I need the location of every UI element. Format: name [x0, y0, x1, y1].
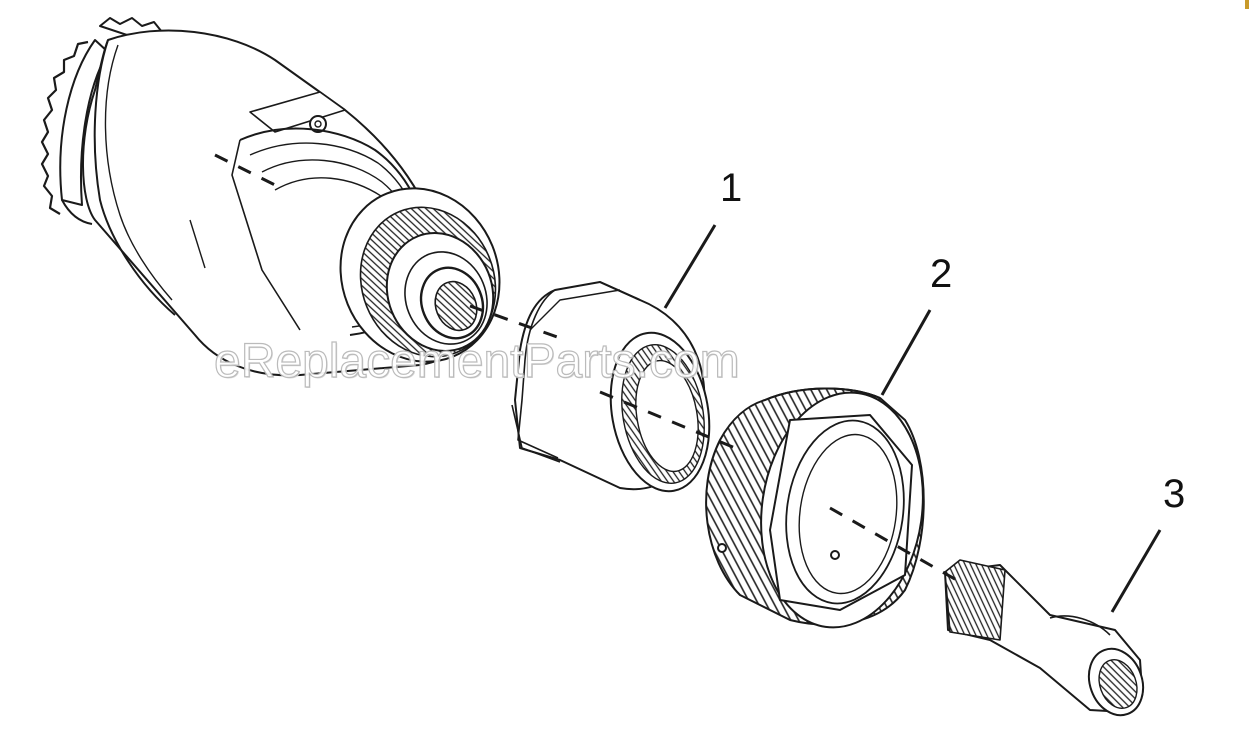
center-axis [214, 153, 961, 584]
leader-2 [880, 309, 932, 396]
part-3-splined-adapter [944, 559, 1145, 717]
callout-leaders [663, 224, 1162, 613]
part-1-sleeve [511, 281, 711, 493]
callout-label-1: 1 [720, 166, 743, 210]
leader-3 [1110, 529, 1162, 613]
callout-label-2: 2 [930, 252, 953, 296]
part-2-knurled-nut [705, 387, 925, 629]
watermark-text: eReplacementParts.com [213, 334, 740, 388]
callout-label-3: 3 [1163, 472, 1186, 516]
leader-1 [663, 224, 717, 309]
corner-mark [1245, 0, 1249, 9]
motor-housing [40, 17, 501, 377]
